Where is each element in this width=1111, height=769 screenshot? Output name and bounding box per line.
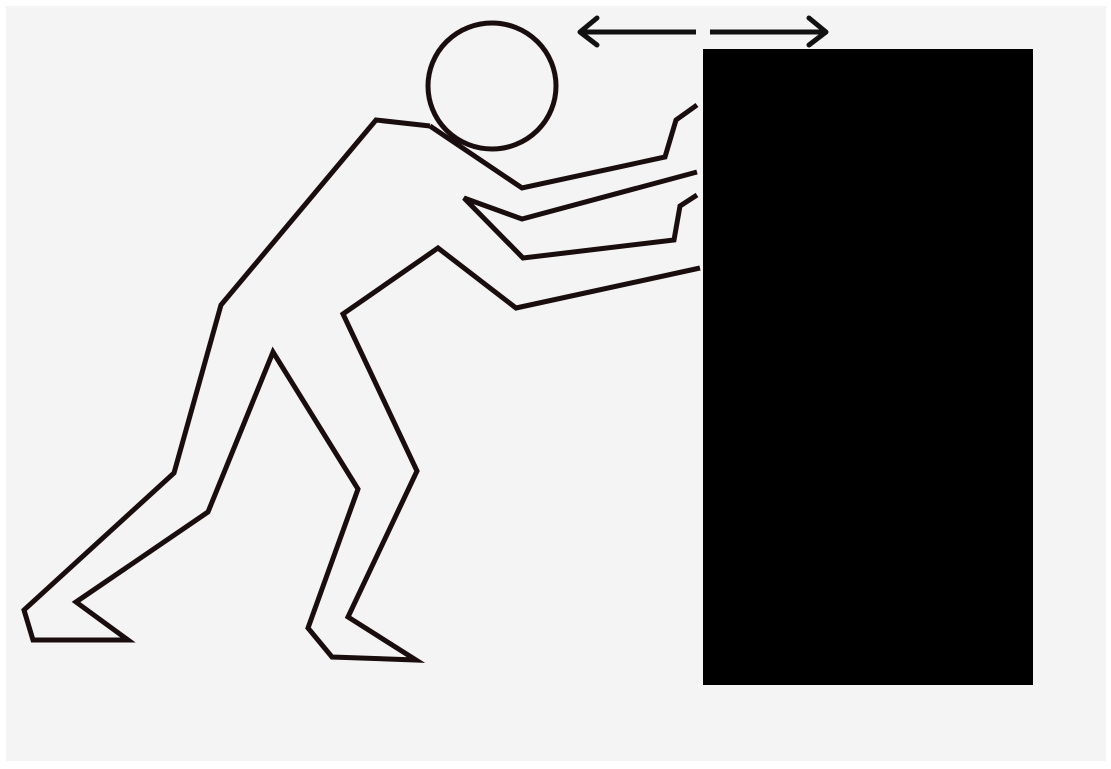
heavy-box: [703, 49, 1033, 685]
